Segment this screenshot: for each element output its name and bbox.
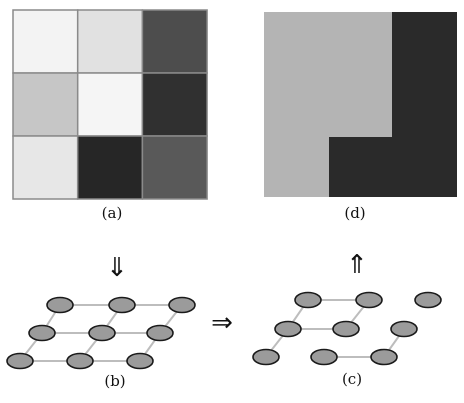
graph-node xyxy=(168,296,196,314)
panel-b-label: (b) xyxy=(104,372,125,390)
graph-node xyxy=(274,320,302,338)
graph-node xyxy=(332,320,360,338)
graph-node xyxy=(370,348,398,366)
panel-b: (b) xyxy=(6,296,196,390)
grid-cell xyxy=(76,135,144,200)
cut-graph xyxy=(252,291,442,366)
pixel-grid xyxy=(12,9,208,200)
graph-node xyxy=(28,324,56,342)
grid-cell xyxy=(141,135,208,200)
graph-node xyxy=(126,352,154,370)
down-arrow-icon: ⇓ xyxy=(106,253,128,283)
graph-node xyxy=(294,291,322,309)
segment-dark-region xyxy=(329,12,457,197)
grid-cell xyxy=(141,72,208,137)
pixel-graph xyxy=(6,296,196,370)
grid-cell xyxy=(76,9,144,74)
graph-node xyxy=(108,296,136,314)
panel-a-label: (a) xyxy=(102,204,123,222)
graph-node xyxy=(252,348,280,366)
grid-cell xyxy=(12,9,79,74)
graph-node xyxy=(46,296,74,314)
grid-cell xyxy=(12,72,79,137)
graph-node xyxy=(355,291,383,309)
panel-d-label: (d) xyxy=(344,204,365,222)
graph-node xyxy=(6,352,34,370)
panel-d: (d) xyxy=(264,12,457,222)
graph-node xyxy=(88,324,116,342)
graph-node xyxy=(66,352,94,370)
graph-node xyxy=(146,324,174,342)
graph-node xyxy=(310,348,338,366)
grid-cell xyxy=(141,9,208,74)
right-arrow-icon: ⇒ xyxy=(211,308,233,338)
panel-c: (c) xyxy=(252,291,442,388)
panel-c-label: (c) xyxy=(342,370,362,388)
graph-node xyxy=(390,320,418,338)
up-arrow-icon: ⇑ xyxy=(346,250,368,280)
grid-cell xyxy=(12,135,79,200)
panel-a: (a) xyxy=(12,9,208,222)
graph-node xyxy=(414,291,442,309)
grid-cell xyxy=(76,72,144,137)
